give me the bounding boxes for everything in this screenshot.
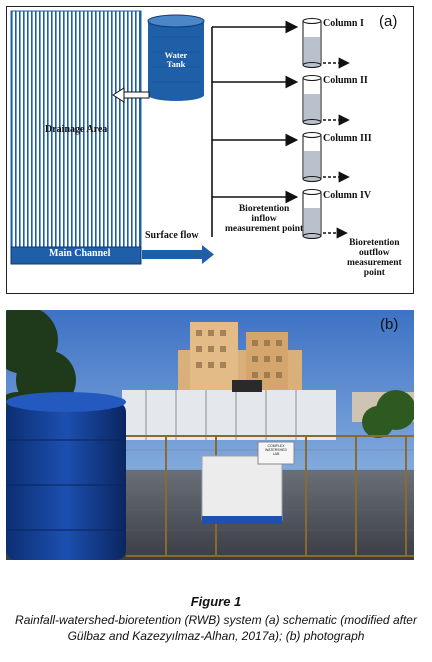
- bioretention-box: [201, 455, 283, 521]
- drainage-area: [10, 10, 142, 248]
- column-4-label: Column IV: [323, 190, 372, 201]
- column-4: [302, 189, 322, 239]
- outflow-arrows: [323, 57, 350, 239]
- water-tank-label: Water Tank: [164, 50, 188, 69]
- surface-flow-arrow: [142, 245, 214, 264]
- column-3: [302, 132, 322, 182]
- photograph-panel: (b) COMPLEX WATERSHED LAB: [6, 310, 414, 560]
- bioretention-columns: [302, 18, 322, 239]
- panel-a-letter: (a): [379, 13, 398, 30]
- schematic-panel: (a) Drainage Area Main Channel Water Tan…: [6, 6, 414, 294]
- drainage-area-label: Drainage Area: [45, 124, 108, 135]
- panel-b-letter: (b): [380, 316, 399, 333]
- schematic-drawing: [10, 10, 350, 265]
- column-2-label: Column II: [323, 75, 368, 86]
- rainfall-simulator: [122, 390, 336, 440]
- main-channel: [10, 246, 142, 265]
- surface-flow-label: Surface flow: [145, 230, 199, 241]
- water-tank: [147, 14, 205, 101]
- branch-pipes: [212, 20, 299, 204]
- figure-title: Figure 1: [190, 594, 242, 609]
- main-channel-label: Main Channel: [49, 248, 111, 259]
- column-3-label: Column III: [323, 133, 372, 144]
- outflow-point-label: Bioretention outflow measurement point: [347, 238, 402, 278]
- tank-to-drainage-arrow: [112, 87, 150, 103]
- blue-tank: [6, 402, 126, 560]
- figure-caption: Rainfall-watershed-bioretention (RWB) sy…: [15, 613, 417, 643]
- photograph-illustration: [6, 310, 414, 560]
- lab-sign: COMPLEX WATERSHED LAB: [265, 444, 287, 456]
- column-1-label: Column I: [323, 18, 364, 29]
- inflow-point-label: Bioretention inflow measurement point: [225, 204, 304, 234]
- column-2: [302, 75, 322, 125]
- column-1: [302, 18, 322, 68]
